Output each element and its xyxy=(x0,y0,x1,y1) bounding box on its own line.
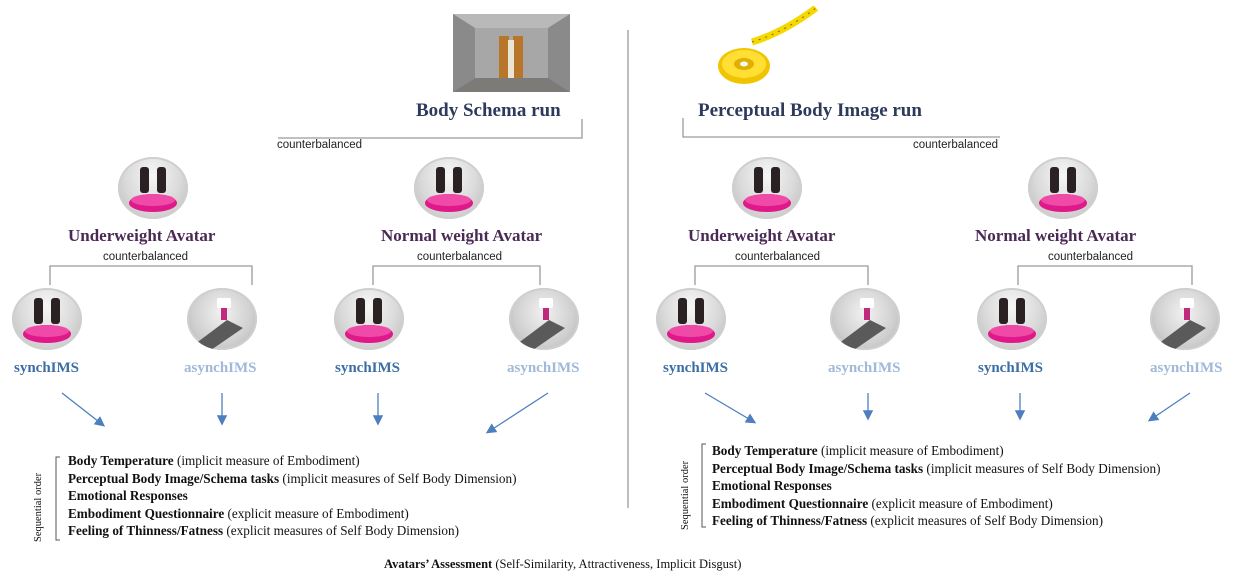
right-normal-counterbalanced-label: counterbalanced xyxy=(1048,251,1133,263)
arrow xyxy=(62,393,103,425)
avatar-body-icon xyxy=(12,288,82,350)
virtual-room-icon xyxy=(453,14,570,92)
hand-stimulation-icon xyxy=(1150,288,1220,350)
left-run-counterbalanced-label: counterbalanced xyxy=(277,139,362,151)
measure-item: Embodiment Questionnaire (explicit measu… xyxy=(68,505,516,523)
avatar-body-icon xyxy=(414,157,484,219)
right-underweight-synch-label: synchIMS xyxy=(663,360,728,377)
left-normal-bracket xyxy=(373,266,540,285)
measure-item: Embodiment Questionnaire (explicit measu… xyxy=(712,495,1160,513)
right-normal-bracket xyxy=(1018,266,1192,285)
left-normal-weight-avatar-title: Normal weight Avatar xyxy=(381,226,542,246)
left-underweight-asynch-label: asynchIMS xyxy=(184,360,257,377)
avatar-body-icon xyxy=(732,157,802,219)
left-normal-synch-label: synchIMS xyxy=(335,360,400,377)
avatar-body-icon xyxy=(118,157,188,219)
left-normal-counterbalanced-label: counterbalanced xyxy=(417,251,502,263)
arrow xyxy=(488,393,548,432)
avatar-body-icon xyxy=(334,288,404,350)
right-underweight-avatar-title: Underweight Avatar xyxy=(688,226,835,246)
right-measures-list: Body Temperature (implicit measure of Em… xyxy=(712,442,1160,530)
measure-item: Body Temperature (implicit measure of Em… xyxy=(712,442,1160,460)
measuring-tape-icon xyxy=(712,6,822,92)
measure-item: Feeling of Thinness/Fatness (explicit me… xyxy=(68,522,516,540)
measure-item: Perceptual Body Image/Schema tasks (impl… xyxy=(712,460,1160,478)
left-underweight-synch-label: synchIMS xyxy=(14,360,79,377)
avatars-assessment-footer: Avatars’ Assessment (Self-Similarity, At… xyxy=(384,557,741,572)
left-underweight-counterbalanced-label: counterbalanced xyxy=(103,251,188,263)
measure-item: Emotional Responses xyxy=(712,477,1160,495)
left-sequential-order-label: Sequential order xyxy=(33,473,44,542)
right-sequence-brace xyxy=(702,444,706,527)
right-underweight-counterbalanced-label: counterbalanced xyxy=(735,251,820,263)
avatar-body-icon xyxy=(1028,157,1098,219)
left-normal-asynch-label: asynchIMS xyxy=(507,360,580,377)
left-underweight-avatar-title: Underweight Avatar xyxy=(68,226,215,246)
measure-item: Emotional Responses xyxy=(68,487,516,505)
perceptual-body-image-run-title: Perceptual Body Image run xyxy=(698,100,922,122)
avatar-body-icon xyxy=(656,288,726,350)
avatar-body-icon xyxy=(977,288,1047,350)
hand-stimulation-icon xyxy=(187,288,257,350)
hand-stimulation-icon xyxy=(830,288,900,350)
left-underweight-bracket xyxy=(50,266,252,285)
left-measures-list: Body Temperature (implicit measure of Em… xyxy=(68,452,516,540)
right-run-counterbalanced-label: counterbalanced xyxy=(913,139,998,151)
hand-stimulation-icon xyxy=(509,288,579,350)
right-underweight-bracket xyxy=(695,266,868,285)
body-schema-run-title: Body Schema run xyxy=(416,100,561,122)
right-underweight-asynch-label: asynchIMS xyxy=(828,360,901,377)
right-normal-synch-label: synchIMS xyxy=(978,360,1043,377)
right-normal-asynch-label: asynchIMS xyxy=(1150,360,1223,377)
measure-item: Feeling of Thinness/Fatness (explicit me… xyxy=(712,512,1160,530)
left-sequence-brace xyxy=(56,457,60,540)
arrow xyxy=(1150,393,1190,420)
arrow xyxy=(705,393,754,422)
measure-item: Body Temperature (implicit measure of Em… xyxy=(68,452,516,470)
right-normal-weight-avatar-title: Normal weight Avatar xyxy=(975,226,1136,246)
measure-item: Perceptual Body Image/Schema tasks (impl… xyxy=(68,470,516,488)
right-sequential-order-label: Sequential order xyxy=(680,461,691,530)
